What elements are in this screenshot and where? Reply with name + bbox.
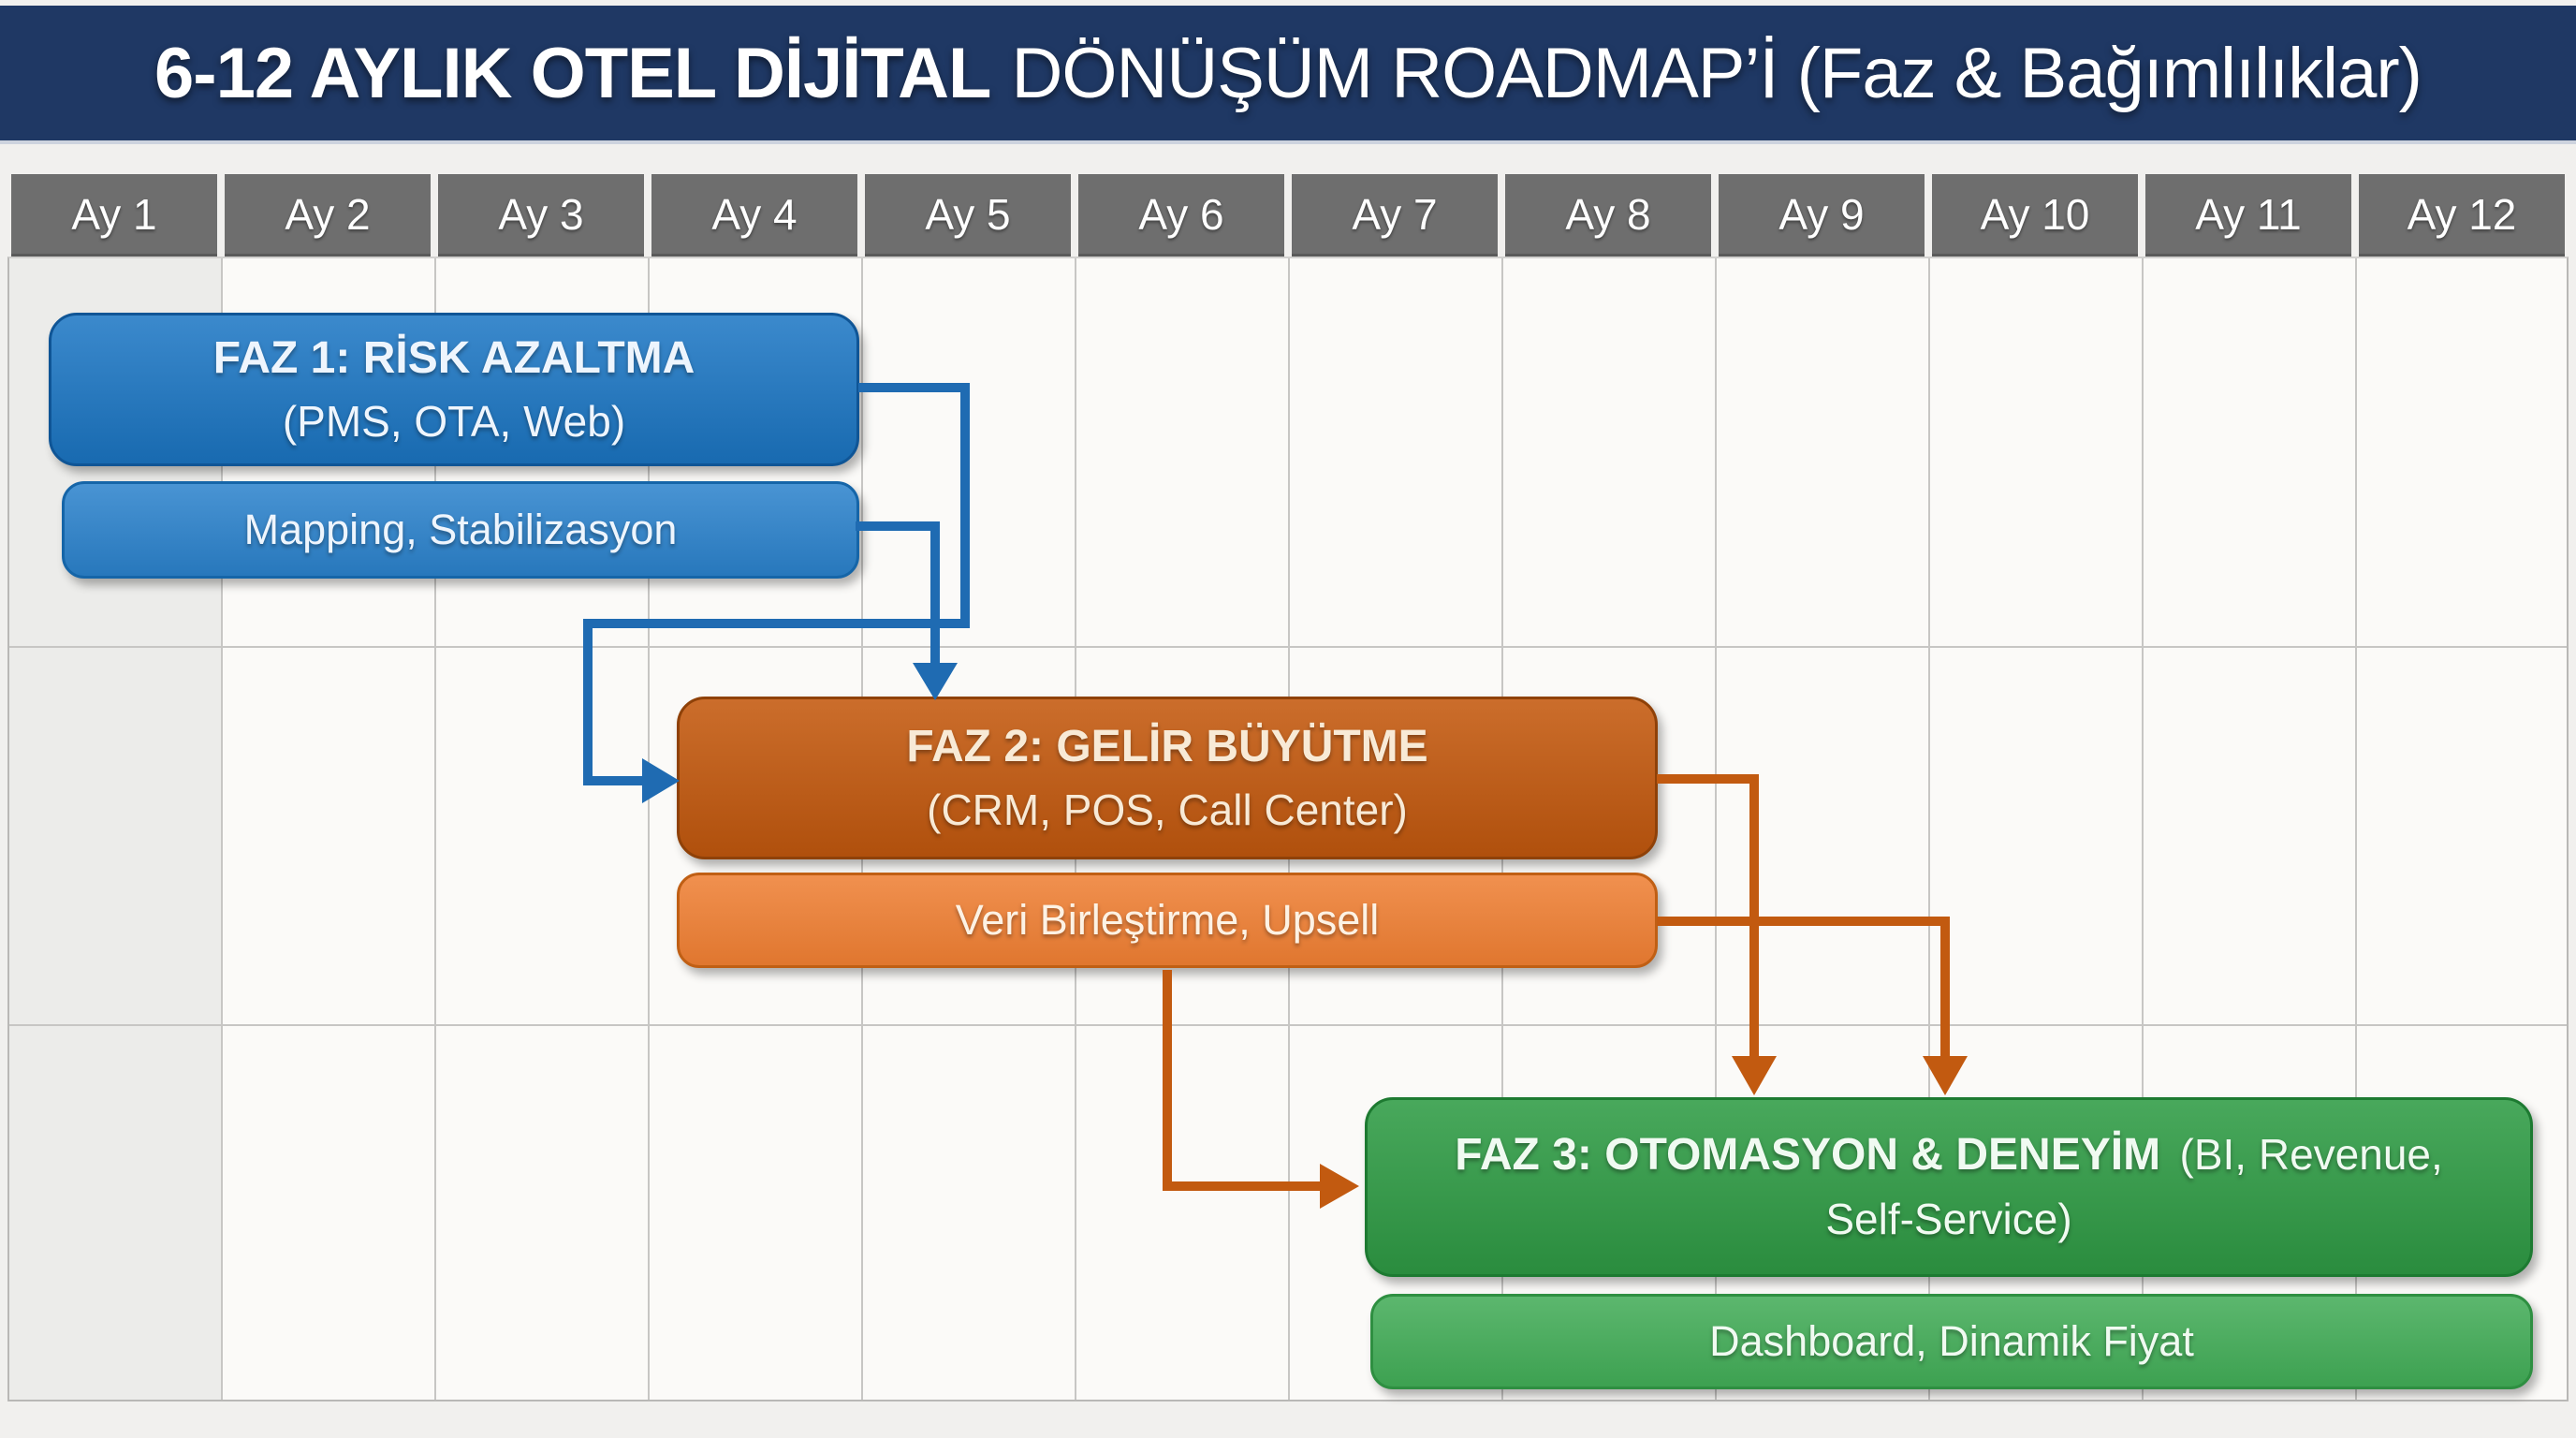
page-title-regular: DÖNÜŞÜM ROADMAP’İ (Faz & Bağımlılıklar): [1011, 33, 2422, 113]
grid-column-line: [2142, 258, 2144, 1400]
month-cell-4: Ay 4: [648, 174, 861, 257]
month-label: Ay 7: [1292, 174, 1498, 257]
subtask-label: Dashboard, Dinamik Fiyat: [1709, 1317, 2194, 1365]
month-cell-5: Ay 5: [861, 174, 1075, 257]
phase-bar-faz2: FAZ 2: GELİR BÜYÜTME (CRM, POS, Call Cen…: [677, 697, 1658, 859]
phase-title: FAZ 2: GELİR BÜYÜTME: [906, 721, 1428, 771]
phase-bar-faz3: FAZ 3: OTOMASYON & DENEYİM (BI, Revenue,…: [1365, 1097, 2533, 1277]
subtask-bar-faz1: Mapping, Stabilizasyon: [62, 481, 859, 579]
month-label: Ay 4: [651, 174, 857, 257]
month-cell-10: Ay 10: [1928, 174, 2142, 257]
subtask-bar-faz2: Veri Birleştirme, Upsell: [677, 873, 1658, 968]
month-cell-3: Ay 3: [434, 174, 648, 257]
phase-detail: (PMS, OTA, Web): [282, 397, 626, 447]
month-cell-6: Ay 6: [1075, 174, 1288, 257]
month-label: Ay 6: [1078, 174, 1284, 257]
month-label: Ay 3: [438, 174, 644, 257]
month-label: Ay 2: [225, 174, 431, 257]
phase-title: FAZ 1: RİSK AZALTMA: [212, 332, 695, 383]
month-cell-8: Ay 8: [1501, 174, 1715, 257]
grid-column-line: [434, 258, 436, 1400]
month-label: Ay 5: [865, 174, 1071, 257]
grid-column-line: [648, 258, 650, 1400]
month-label: Ay 8: [1505, 174, 1711, 257]
title-bar: 6-12 AYLIK OTEL DİJİTAL DÖNÜŞÜM ROADMAP’…: [0, 6, 2576, 144]
month-cell-9: Ay 9: [1715, 174, 1928, 257]
page-title-bold: 6-12 AYLIK OTEL DİJİTAL: [154, 33, 991, 113]
month-cell-11: Ay 11: [2142, 174, 2355, 257]
phase-title: FAZ 3: OTOMASYON & DENEYİM: [1455, 1130, 2161, 1180]
month-label: Ay 12: [2359, 174, 2565, 257]
grid-column-line: [1928, 258, 1930, 1400]
phase-bar-faz1: FAZ 1: RİSK AZALTMA (PMS, OTA, Web): [49, 313, 859, 466]
subtask-label: Mapping, Stabilizasyon: [243, 506, 678, 553]
month-header-row: Ay 1 Ay 2 Ay 3 Ay 4 Ay 5 Ay 6 Ay 7 Ay 8 …: [7, 174, 2569, 257]
grid-row-line: [9, 646, 2567, 648]
month-label: Ay 10: [1932, 174, 2138, 257]
phase-detail: (CRM, POS, Call Center): [927, 785, 1408, 835]
grid-column-line: [221, 258, 223, 1400]
grid-column-line: [2355, 258, 2357, 1400]
month-cell-1: Ay 1: [7, 174, 221, 257]
phase-detail: (BI, Revenue, Self-Service): [1825, 1130, 2443, 1243]
month-cell-2: Ay 2: [221, 174, 434, 257]
month-cell-7: Ay 7: [1288, 174, 1501, 257]
month-label: Ay 1: [11, 174, 217, 257]
month-label: Ay 11: [2145, 174, 2351, 257]
grid-row-line: [9, 1024, 2567, 1026]
month-cell-12: Ay 12: [2355, 174, 2569, 257]
subtask-bar-faz3: Dashboard, Dinamik Fiyat: [1370, 1294, 2533, 1389]
subtask-label: Veri Birleştirme, Upsell: [955, 896, 1380, 944]
month-label: Ay 9: [1719, 174, 1925, 257]
